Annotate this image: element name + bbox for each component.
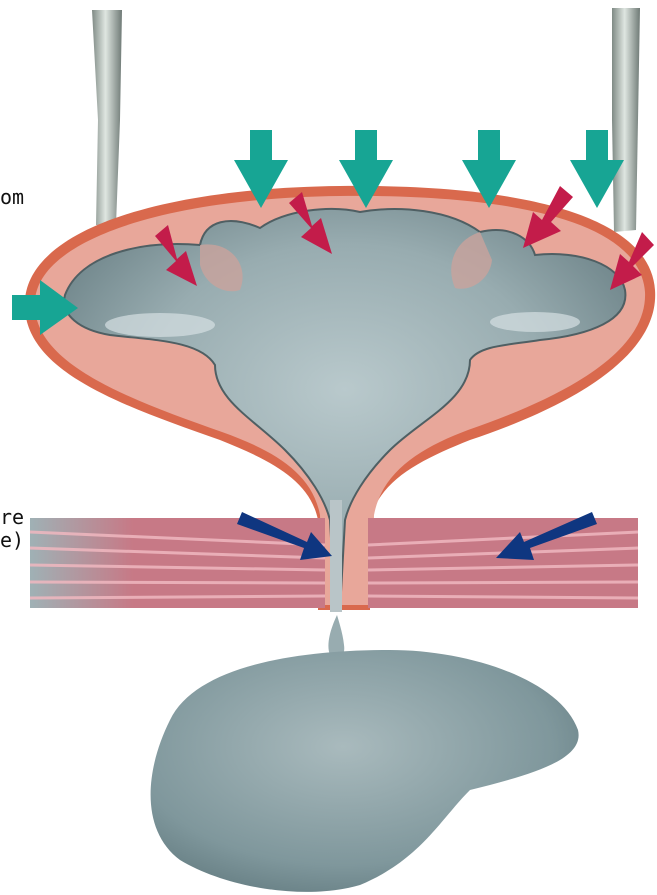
label-fragment-sphincter-2: e) xyxy=(0,529,24,551)
urine-highlight-right xyxy=(490,312,580,332)
right-ureter xyxy=(612,8,640,232)
urine-highlight-left xyxy=(105,313,215,337)
sphincter-muscle-right xyxy=(368,518,638,608)
urine-puddle xyxy=(151,650,579,892)
label-fragment-sphincter-1: re xyxy=(0,506,24,528)
label-fragment-top: om xyxy=(0,186,24,208)
left-ureter xyxy=(92,10,122,225)
